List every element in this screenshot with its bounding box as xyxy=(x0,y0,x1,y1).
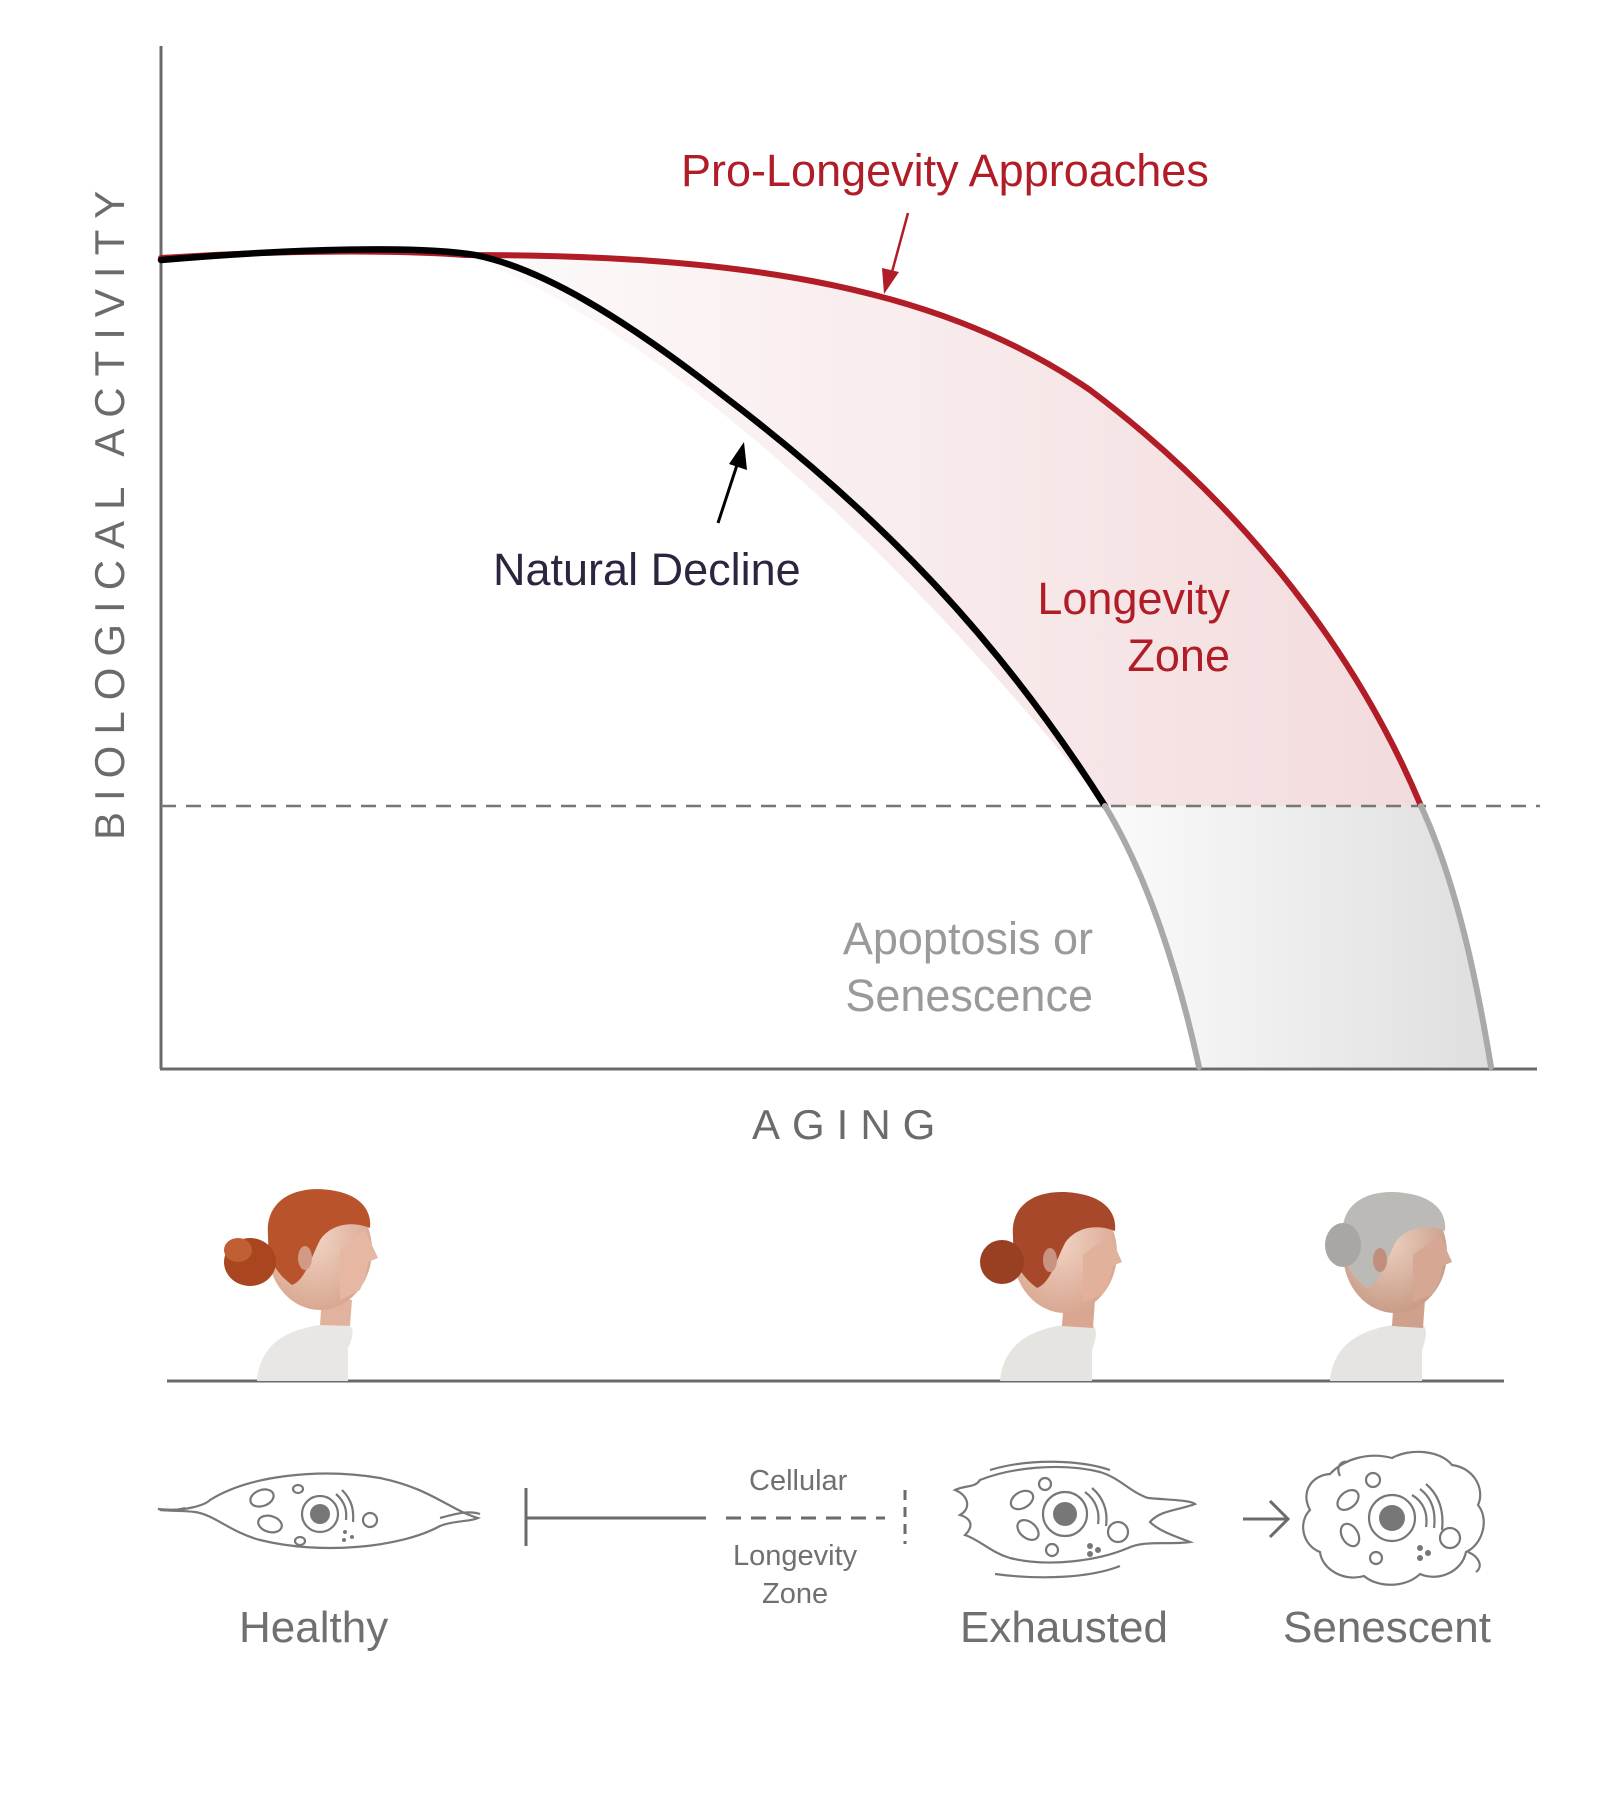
stage-healthy-label: Healthy xyxy=(239,1603,389,1652)
natural-decline-arrow xyxy=(716,442,747,524)
stage-senescent-label: Senescent xyxy=(1283,1603,1491,1652)
exhausted-cell-icon xyxy=(952,1460,1198,1579)
senescent-cell-icon xyxy=(1302,1450,1485,1586)
young-woman-profile-icon xyxy=(224,1189,378,1381)
pro-longevity-continuation xyxy=(1418,803,1494,1070)
natural-decline-continuation xyxy=(1102,803,1202,1070)
natural-decline-curve xyxy=(157,246,1109,810)
stage-exhausted-label: Exhausted xyxy=(960,1603,1168,1652)
cellular-longevity-zone-label: Longevity Zone xyxy=(733,1540,858,1610)
pro-longevity-arrow xyxy=(882,212,910,294)
middle-aged-woman-profile-icon xyxy=(980,1192,1122,1381)
cellular-longevity-bracket xyxy=(524,1488,907,1546)
cellular-label: Cellular xyxy=(749,1465,848,1497)
longevity-zone-label: Longevity Zone xyxy=(1037,573,1230,681)
elderly-woman-profile-icon xyxy=(1325,1192,1452,1381)
apoptosis-label: Apoptosis or Senescence xyxy=(842,913,1093,1021)
natural-decline-label: Natural Decline xyxy=(493,544,801,595)
pro-longevity-label: Pro-Longevity Approaches xyxy=(681,145,1209,196)
x-axis-label: AGING xyxy=(752,1101,948,1148)
apoptosis-zone-fill xyxy=(1105,806,1491,1067)
longevity-zone-fill xyxy=(465,255,1421,806)
healthy-cell-icon xyxy=(157,1472,482,1550)
progression-arrow-icon xyxy=(1243,1499,1291,1539)
y-axis-label: BIOLOGICAL ACTIVITY xyxy=(86,179,133,840)
